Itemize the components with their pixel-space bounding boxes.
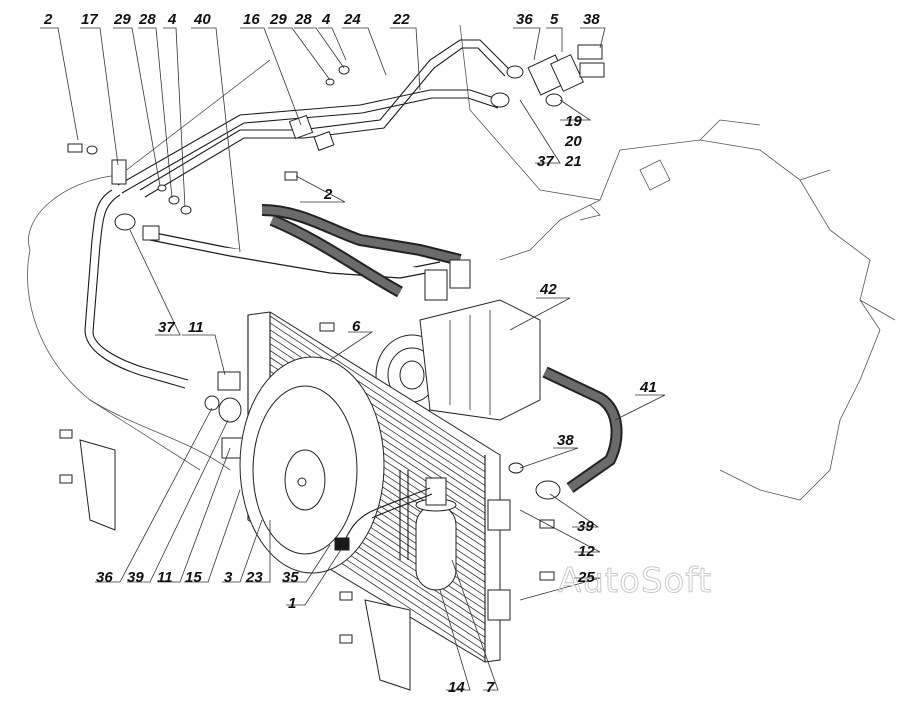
callout-36b: 36 [96,569,113,586]
callout-39b: 39 [127,569,144,586]
callout-35: 35 [282,569,299,586]
callout-1: 1 [288,595,296,612]
callout-41: 41 [639,379,657,396]
callout-20: 20 [564,133,582,150]
upper-right-fittings [527,44,605,107]
callout-labels: 2 17 29 28 4 40 16 29 28 4 24 22 36 5 38… [43,11,657,696]
callout-25: 25 [577,569,595,586]
callout-14: 14 [448,679,465,696]
callout-36a: 36 [516,11,533,28]
callout-16: 16 [243,11,260,28]
callout-29b: 29 [269,11,287,28]
callout-21: 21 [564,153,582,170]
callout-28b: 28 [294,11,312,28]
callout-11a: 11 [188,319,204,336]
callout-19: 19 [565,113,582,130]
condenser-fan [239,356,385,574]
condenser-fin [269,329,486,473]
condenser-fin [269,315,486,459]
watermark: AutoSoft [558,561,712,601]
condenser-fin [269,322,486,466]
callout-24: 24 [343,11,361,28]
engine-outline [27,24,896,501]
callout-22: 22 [392,11,410,28]
callout-38b: 38 [557,432,574,449]
insulated-hose [261,204,623,493]
callout-11b: 11 [157,569,173,586]
callout-2a: 2 [43,11,53,28]
callout-6: 6 [352,318,361,335]
callout-37b: 37 [158,319,175,336]
callout-28a: 28 [138,11,156,28]
callout-3: 3 [224,569,233,586]
callout-42: 42 [539,281,557,298]
callout-38a: 38 [583,11,600,28]
callout-17: 17 [81,11,98,28]
callout-29a: 29 [113,11,131,28]
callout-40: 40 [193,11,211,28]
leader-lines [40,27,666,691]
callout-5: 5 [550,11,559,28]
pressure-switch-wire [334,487,433,551]
receiver-drier-14 [399,470,457,591]
callout-4a: 4 [167,11,177,28]
upper-refrigerant-lines [84,39,524,389]
callout-7: 7 [486,679,495,696]
callout-2b: 2 [323,186,333,203]
callout-15: 15 [185,569,202,586]
callout-4b: 4 [321,11,331,28]
callout-23: 23 [245,569,263,586]
callout-39a: 39 [577,518,594,535]
callout-12: 12 [578,543,595,560]
callout-37a: 37 [537,153,554,170]
